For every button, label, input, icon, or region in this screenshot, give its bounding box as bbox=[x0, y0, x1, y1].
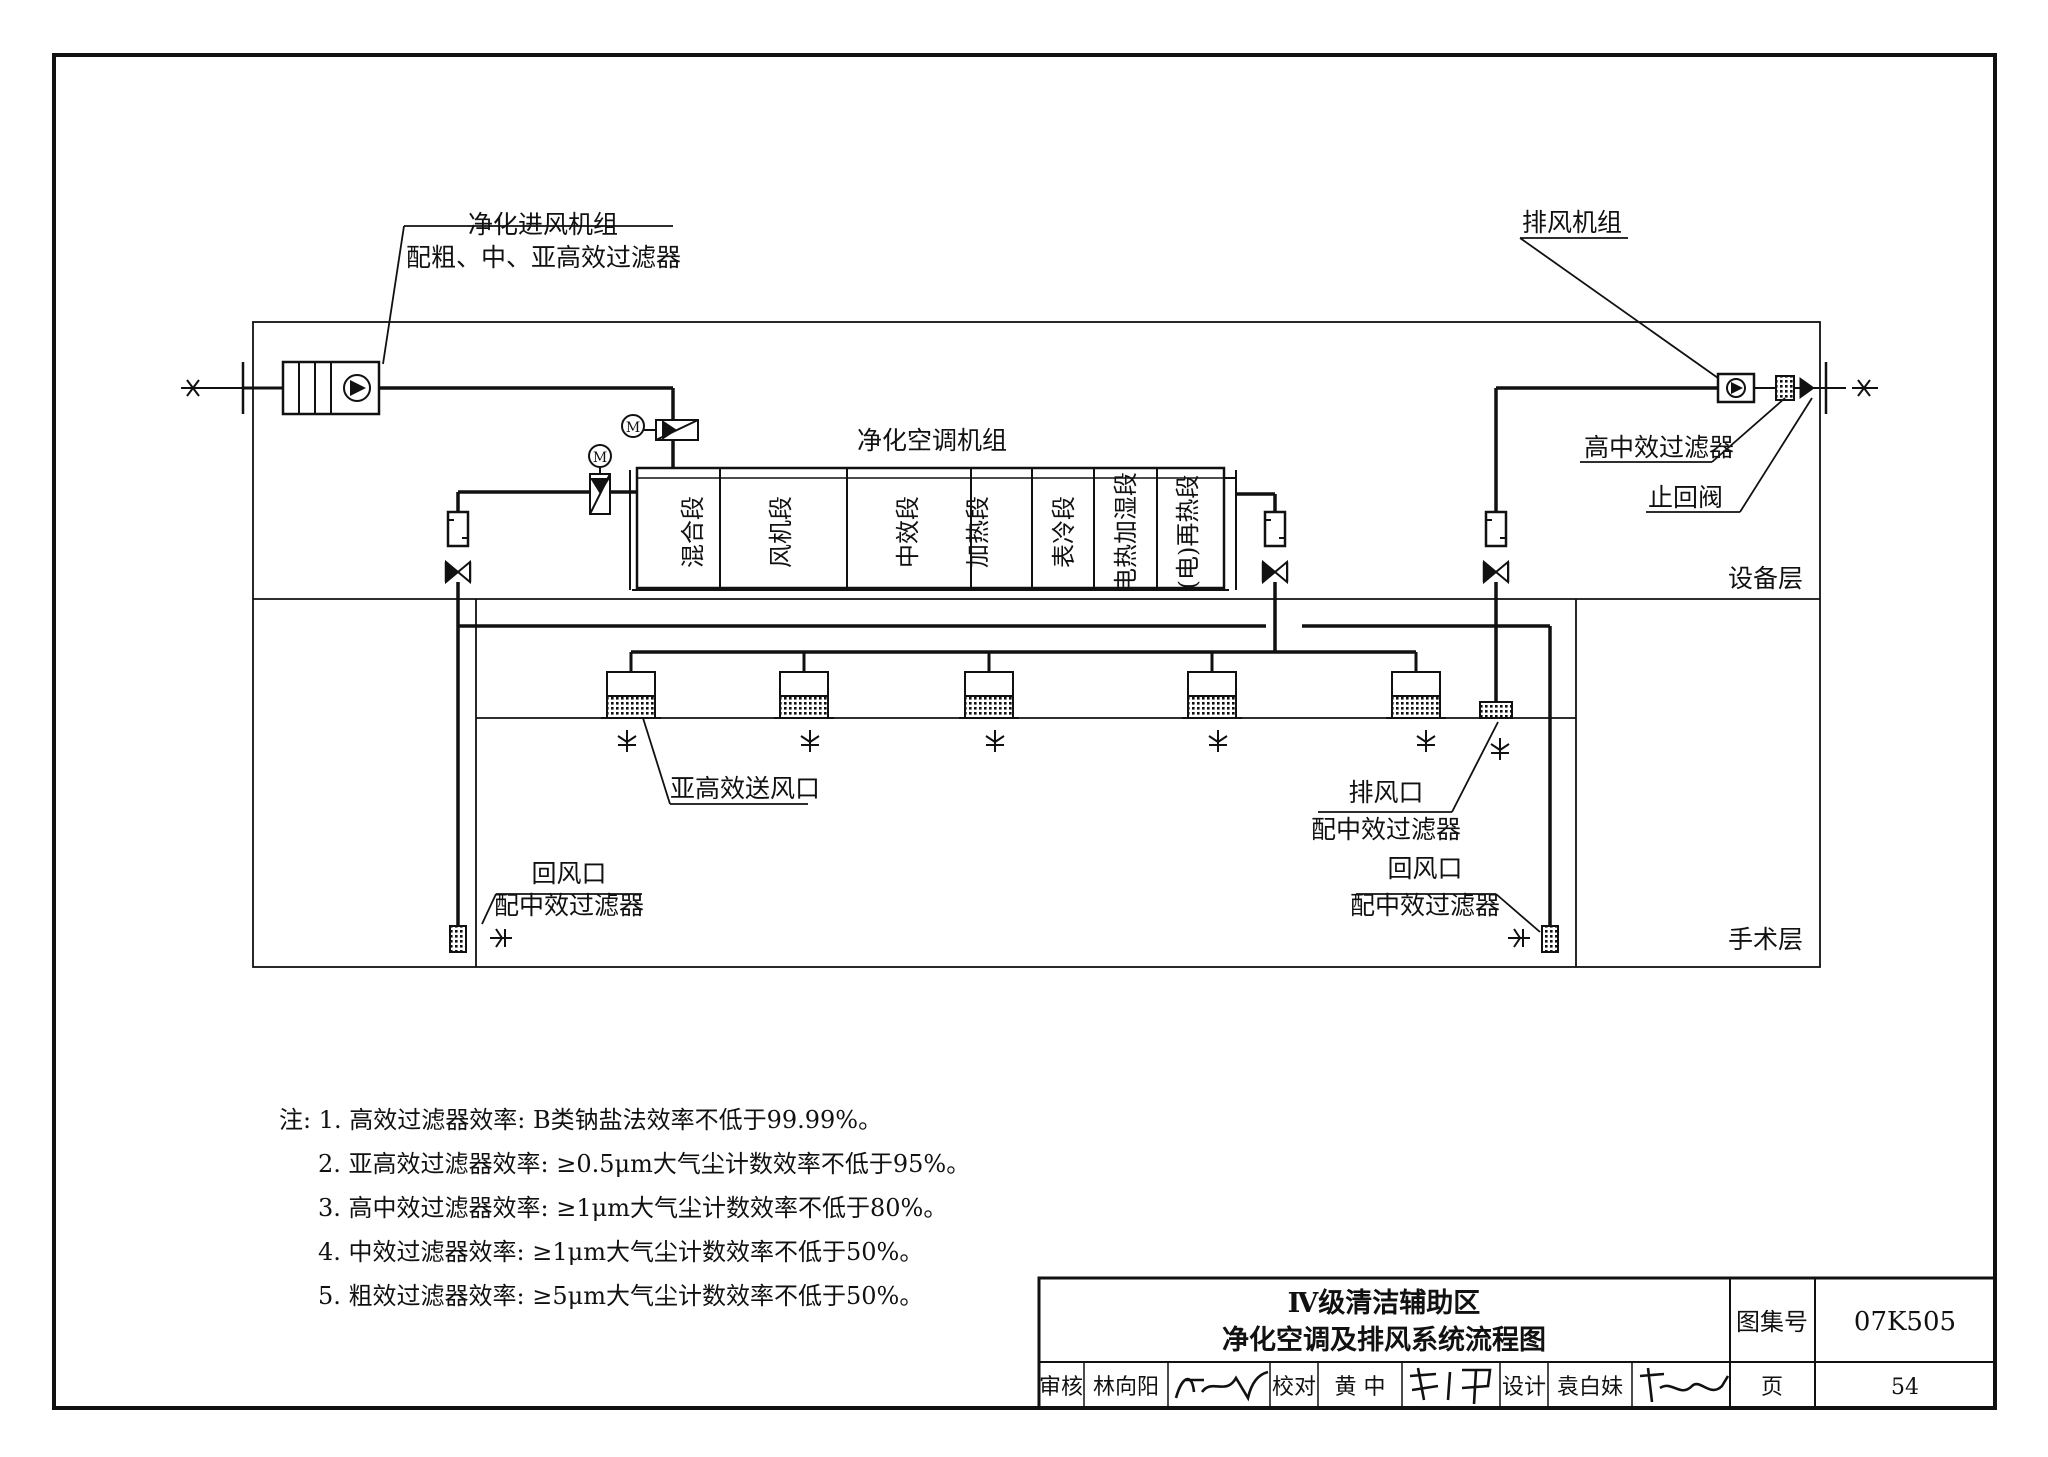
motor-symbol: M bbox=[626, 420, 640, 436]
page-label: 页 bbox=[1761, 1375, 1783, 1400]
ahu-section-mixing: 混合段 bbox=[679, 496, 707, 568]
review-label: 审核 bbox=[1039, 1375, 1083, 1400]
atlas-label: 图集号 bbox=[1736, 1308, 1808, 1336]
note-1: 注: 1. 高效过滤器效率: B类钠盐法效率不低于99.99%。 bbox=[279, 1106, 882, 1134]
checker-signature bbox=[1409, 1367, 1492, 1405]
motorized-damper-return: M bbox=[458, 444, 637, 515]
label-sub-hepa-outlet: 亚高效送风口 bbox=[670, 774, 820, 803]
return-duct-left bbox=[456, 492, 1266, 930]
checker-name: 黄 中 bbox=[1335, 1375, 1386, 1400]
title-block: Ⅳ级清洁辅助区 净化空调及排风系统流程图 图集号 07K505 页 54 审核 … bbox=[1037, 1276, 1997, 1410]
notes: 注: 1. 高效过滤器效率: B类钠盐法效率不低于99.99%。 2. 亚高效过… bbox=[279, 1106, 970, 1310]
reviewer-name: 林向阳 bbox=[1093, 1375, 1159, 1400]
exhaust-grille bbox=[1479, 701, 1513, 761]
note-5: 5. 粗效过滤器效率: ≥5μm大气尘计数效率不低于50%。 bbox=[318, 1282, 923, 1310]
designer-name: 袁白妹 bbox=[1557, 1375, 1623, 1400]
leader-lines bbox=[382, 225, 1813, 933]
ahu-section-medium-filter: 中效段 bbox=[894, 496, 922, 568]
label-return-left-filter: 配中效过滤器 bbox=[494, 891, 644, 920]
note-2: 2. 亚高效过滤器效率: ≥0.5μm大气尘计数效率不低于95%。 bbox=[318, 1150, 970, 1178]
label-equipment-floor: 设备层 bbox=[1728, 564, 1803, 593]
ahu-box bbox=[629, 466, 1237, 591]
sub-hepa-diffusers bbox=[600, 671, 1447, 753]
exhaust-outlet-icon bbox=[1852, 379, 1878, 397]
label-high-mid-filter: 高中效过滤器 bbox=[1584, 433, 1734, 462]
design-label: 设计 bbox=[1502, 1375, 1546, 1400]
label-operating-floor: 手术层 bbox=[1728, 925, 1803, 954]
title-line-2: 净化空调及排风系统流程图 bbox=[1222, 1324, 1546, 1356]
diagram-labels: 净化进风机组 配粗、中、亚高效过滤器 排风机组 净化空调机组 高中效过滤器 止回… bbox=[406, 208, 1803, 954]
supply-duct bbox=[629, 492, 1418, 672]
ahu-sections: 混合段 风机段 中效段 加热段 表冷段 电热加湿段 (电)再热段 bbox=[679, 472, 1202, 592]
exhaust-fan-unit bbox=[1716, 362, 1846, 414]
ahu-section-reheat: (电)再热段 bbox=[1174, 475, 1202, 590]
check-label: 校对 bbox=[1272, 1375, 1316, 1400]
label-exhaust-unit: 排风机组 bbox=[1522, 208, 1622, 237]
label-exhaust-outlet-filter: 配中效过滤器 bbox=[1311, 815, 1461, 844]
designer-signature bbox=[1639, 1367, 1730, 1403]
note-4: 4. 中效过滤器效率: ≥1μm大气尘计数效率不低于50%。 bbox=[318, 1238, 923, 1266]
label-exhaust-outlet: 排风口 bbox=[1348, 778, 1423, 807]
label-ahu: 净化空调机组 bbox=[857, 426, 1007, 455]
label-return-right-filter: 配中效过滤器 bbox=[1350, 891, 1500, 920]
ahu-section-humidifying: 电热加湿段 bbox=[1112, 472, 1140, 592]
label-check-valve: 止回阀 bbox=[1648, 483, 1723, 512]
label-return-left: 回风口 bbox=[531, 859, 606, 888]
exhaust-duct bbox=[1302, 386, 1722, 930]
atlas-number: 07K505 bbox=[1854, 1307, 1956, 1337]
title-line-1: Ⅳ级清洁辅助区 bbox=[1288, 1287, 1481, 1319]
building-outline bbox=[252, 321, 1821, 968]
note-3: 3. 高中效过滤器效率: ≥1μm大气尘计数效率不低于80%。 bbox=[318, 1194, 947, 1222]
motorized-damper-fresh: M bbox=[621, 414, 705, 472]
fresh-air-unit bbox=[185, 360, 675, 470]
page-number: 54 bbox=[1891, 1375, 1919, 1400]
ahu-section-cooling: 表冷段 bbox=[1050, 496, 1078, 568]
ahu-section-heating: 加热段 bbox=[964, 496, 992, 568]
motor-symbol: M bbox=[593, 450, 607, 466]
label-fresh-air-filters: 配粗、中、亚高效过滤器 bbox=[406, 243, 681, 272]
label-return-right: 回风口 bbox=[1387, 854, 1462, 883]
reviewer-signature bbox=[1174, 1370, 1269, 1402]
drawing-frame bbox=[52, 53, 1997, 1410]
label-fresh-air-unit: 净化进风机组 bbox=[468, 210, 618, 239]
return-grilles bbox=[449, 925, 1559, 953]
fresh-air-inlet-icon bbox=[181, 379, 205, 397]
ahu-section-fan: 风机段 bbox=[767, 496, 795, 568]
